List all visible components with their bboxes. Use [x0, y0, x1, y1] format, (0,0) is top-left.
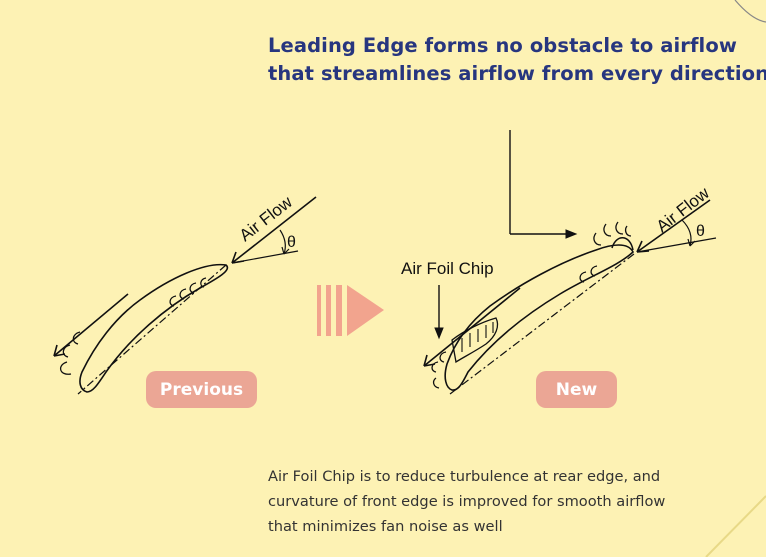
description-line-3: that minimizes fan noise as well: [268, 518, 503, 535]
new-blade-outline: [444, 244, 634, 391]
previous-turbulence-rear: [60, 331, 81, 375]
previous-badge: Previous: [146, 371, 257, 408]
previous-angle-arc: [279, 229, 286, 255]
description-text: Air Foil Chip is to reduce turbulence at…: [268, 464, 748, 539]
previous-exit-arrow: [53, 293, 129, 357]
transition-bar-2: [326, 285, 331, 336]
new-chord-line: [449, 253, 635, 395]
previous-angle-arrowhead: [281, 246, 290, 255]
new-exit-arrow: [423, 287, 521, 367]
page-corner-curve: [734, 0, 766, 23]
new-turbulence-top: [593, 221, 632, 246]
previous-turbulence-mid: [169, 277, 207, 307]
description-line-1: Air Foil Chip is to reduce turbulence at…: [268, 468, 661, 485]
new-chip-hatching: [461, 322, 494, 352]
description-line-2: curvature of front edge is improved for …: [268, 493, 666, 510]
new-leading-edge-bump: [611, 237, 634, 251]
new-angle-arrowhead: [687, 238, 696, 247]
new-turbulence-rear: [431, 351, 447, 389]
new-airflow-arrow: [636, 199, 711, 253]
new-turbulence-mid: [579, 265, 598, 283]
previous-angle-symbol: θ: [287, 234, 296, 251]
new-angle-arc: [681, 219, 692, 247]
air-foil-chip-label: Air Foil Chip: [401, 259, 494, 278]
new-air-foil-chip: [451, 317, 499, 364]
pointer-arrowhead: [565, 229, 578, 239]
transition-triangle: [347, 285, 384, 336]
previous-reference-line: [231, 250, 299, 264]
transition-bar-3: [336, 285, 342, 336]
headline-line-2: that streamlines airflow from every dire…: [268, 62, 766, 85]
new-angle-symbol: θ: [696, 223, 705, 240]
headline-line-1: Leading Edge forms no obstacle to airflo…: [268, 34, 737, 57]
transition-bar-1: [317, 285, 321, 336]
previous-blade-diagram: Air Flow θ: [53, 192, 317, 395]
transition-arrow: [317, 285, 384, 336]
new-badge: New: [536, 371, 617, 408]
new-reference-line: [636, 237, 717, 253]
previous-airflow-arrow: [231, 196, 317, 264]
new-chip-pointer-arrowhead: [434, 327, 444, 340]
page-diagonal-edge: [705, 495, 766, 557]
